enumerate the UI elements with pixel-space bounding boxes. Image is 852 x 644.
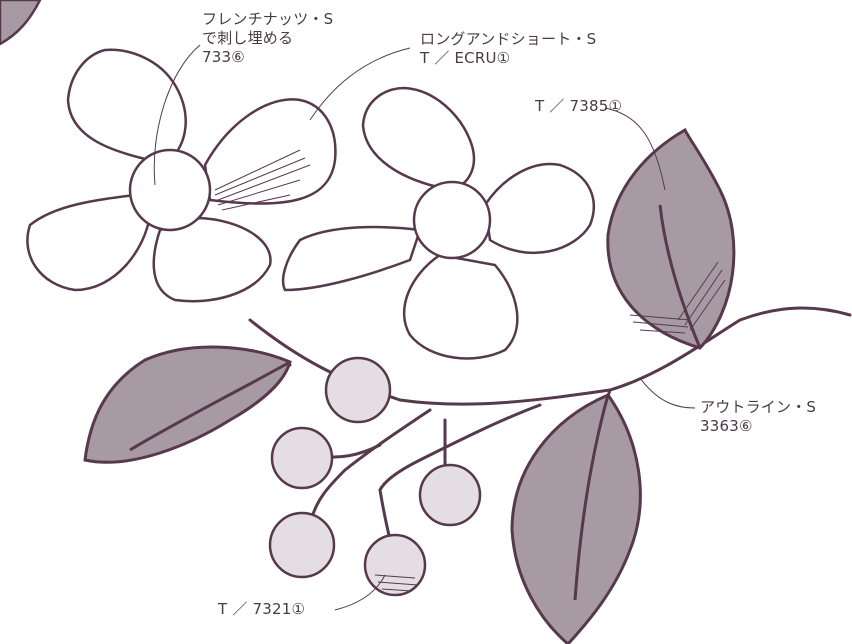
leader-leaf-right xyxy=(604,107,666,191)
label-french-knot-line3: 733⑥ xyxy=(202,48,245,66)
flower-left-petal-left xyxy=(26,193,152,292)
label-french-knot: フレンチナッツ・S で刺し埋める 733⑥ xyxy=(202,10,333,67)
label-long-short: ロングアンドショート・S T ／ ECRU① xyxy=(420,30,596,68)
leader-berry xyxy=(334,574,386,611)
label-long-short-line1: ロングアンドショート・S xyxy=(420,30,597,48)
flower-left-petal-bottom xyxy=(152,216,272,303)
leader-long-short xyxy=(309,47,411,121)
corner-fragment xyxy=(0,0,42,46)
label-outline-stitch: アウトライン・S 3363⑥ xyxy=(700,398,816,436)
leader-outline xyxy=(639,377,696,409)
label-berry: T ／ 7321① xyxy=(218,600,305,619)
flower-left-petal-top xyxy=(66,48,187,162)
flower-center-petal-top xyxy=(361,86,476,192)
berry-3 xyxy=(418,463,482,527)
berry-hatch xyxy=(374,574,419,592)
label-long-short-line2: T ／ ECRU① xyxy=(420,49,511,67)
label-outline-stitch-line2: 3363⑥ xyxy=(700,417,753,435)
label-french-knot-line2: で刺し埋める xyxy=(202,29,294,47)
right-upper-leaf xyxy=(606,127,736,350)
long-short-hatch xyxy=(214,149,311,211)
berry-stem-b xyxy=(378,403,542,492)
leader-french-knot xyxy=(153,44,201,186)
label-berry-line1: T ／ 7321① xyxy=(218,600,306,618)
berry-4 xyxy=(268,511,336,579)
berries xyxy=(268,356,482,597)
berry-stem-a xyxy=(308,408,432,527)
flower-left-center xyxy=(128,148,212,232)
label-french-knot-line1: フレンチナッツ・S xyxy=(202,10,334,28)
flower-center-petal-bottom xyxy=(402,253,519,360)
right-lower-leaf xyxy=(510,393,642,644)
flower-center-petal-left xyxy=(281,225,422,292)
label-leaf-right: T ／ 7385① xyxy=(535,97,622,116)
berry-1 xyxy=(324,356,392,424)
berry-2 xyxy=(270,426,334,490)
flower-left-petal-right xyxy=(203,98,337,205)
berry-5 xyxy=(363,533,427,597)
flower-center-petal-right xyxy=(483,162,595,255)
flower-left xyxy=(26,48,337,303)
label-outline-stitch-line1: アウトライン・S xyxy=(700,398,817,416)
flower-center-center xyxy=(412,180,492,260)
leader-lines xyxy=(153,44,696,611)
flower-center xyxy=(281,86,595,360)
left-leaf xyxy=(83,345,292,464)
label-leaf-right-line1: T ／ 7385① xyxy=(535,97,623,115)
